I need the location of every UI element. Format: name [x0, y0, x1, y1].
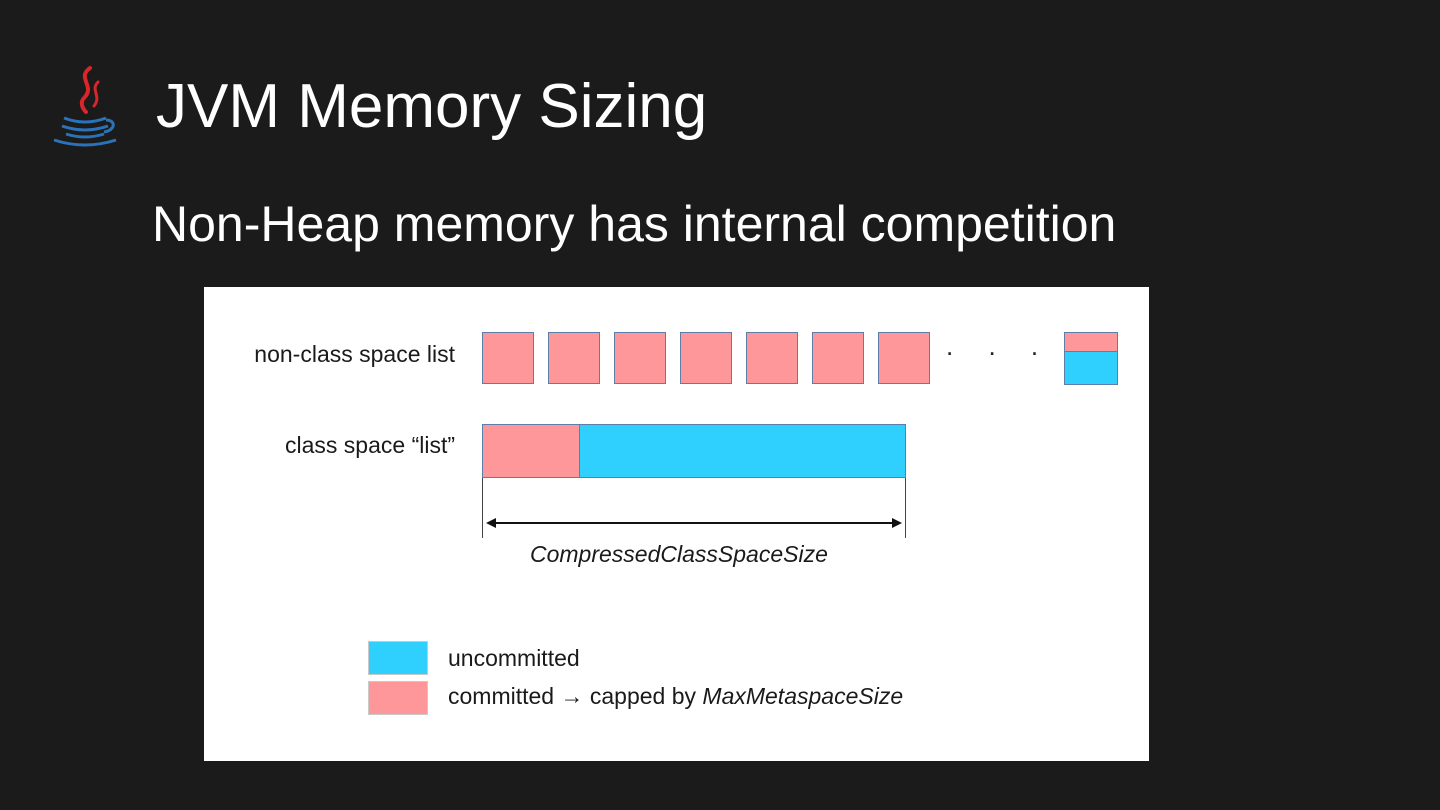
committed-portion — [1065, 333, 1117, 352]
uncommitted-portion — [1065, 352, 1117, 384]
dimension-arrow — [486, 518, 902, 528]
nonclass-space-label: non-class space list — [254, 341, 455, 367]
class-space-committed — [483, 425, 581, 477]
nonclass-block — [878, 332, 930, 384]
ellipsis: . . . . — [946, 331, 1095, 361]
dimension-bracket-right — [905, 478, 906, 538]
dimension-bracket-left — [482, 478, 483, 538]
legend-swatch-committed — [368, 681, 428, 715]
legend-committed-cap: MaxMetaspaceSize — [702, 683, 904, 709]
nonclass-block — [614, 332, 666, 384]
class-space-bar — [482, 424, 906, 478]
dimension-label: CompressedClassSpaceSize — [530, 541, 828, 567]
legend-swatch-uncommitted — [368, 641, 428, 675]
nonclass-block — [812, 332, 864, 384]
legend-committed-prefix: committed → capped by — [448, 683, 703, 709]
class-space-label: class space “list” — [285, 432, 455, 458]
slide-subtitle: Non-Heap memory has internal competition — [152, 196, 1117, 252]
metaspace-diagram: non-class space list class space “list” … — [204, 287, 1149, 761]
legend-label-uncommitted: uncommitted — [448, 645, 580, 671]
legend-label-committed: committed → capped by MaxMetaspaceSize — [448, 683, 903, 710]
nonclass-block — [746, 332, 798, 384]
java-coffee-cup-icon — [53, 66, 117, 147]
slide-title: JVM Memory Sizing — [156, 72, 708, 141]
partially-committed-block — [1064, 332, 1118, 385]
nonclass-block — [482, 332, 534, 384]
nonclass-block — [680, 332, 732, 384]
nonclass-block — [548, 332, 600, 384]
